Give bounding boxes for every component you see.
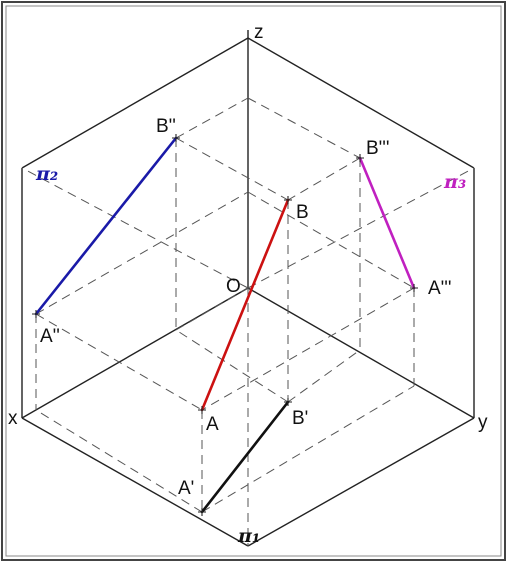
pi1-label: π₁ [237,525,260,547]
point-b2-label: B'' [156,116,176,137]
dash-z-to-b3 [247,97,361,159]
point-b1-label: B' [292,408,308,429]
segment-a3-b3 [358,156,416,290]
marker-a2 [32,310,40,318]
dash-z-to-a3 [247,191,415,289]
marker-b [284,196,292,204]
point-a2-label: A'' [40,326,60,347]
marker-a [198,406,206,414]
segment-a2-b2 [34,136,178,316]
dash-a3-to-a [201,287,415,411]
marker-b1 [284,398,292,406]
marker-a1 [198,508,206,516]
y-axis [247,287,475,419]
x-axis [21,287,249,419]
dash-x-extension [247,167,475,289]
dash-b1-to-y [287,349,361,403]
plane-outlines [21,30,475,547]
segment-a1-b1 [200,400,290,514]
origin-label: O [226,276,241,297]
point-a1-label: A' [178,478,194,499]
z-axis-label: z [254,22,264,43]
inner-border [5,5,502,557]
pi3-label: π₃ [443,171,466,193]
marker-b2 [172,134,180,142]
dash-a1-to-y [201,385,415,513]
construction-lines [21,97,475,546]
point-b-label: B [296,202,309,223]
dash-a2-to-a [35,313,203,411]
pi2-label: π₂ [35,163,58,185]
dash-a2-to-z [35,191,249,315]
point-b3-label: B''' [366,138,390,159]
point-markers [32,134,418,516]
point-a-label: A [206,414,219,435]
point-a3-label: A''' [428,278,452,299]
x-axis-label: x [8,408,18,429]
dash-b3-to-b [287,157,361,201]
dash-b2-to-z [175,97,249,139]
pi1-right-edge [247,417,475,547]
pi2-top-edge [21,37,249,169]
dash-a1-to-x [35,409,203,513]
marker-b3 [356,154,364,162]
marker-a3 [410,284,418,292]
dash-y-extension [21,167,249,289]
pi1-left-edge [21,417,249,547]
segment-a-b [200,198,290,412]
pi3-top-edge [247,37,475,169]
dash-b2-to-b [175,137,289,201]
dash-b1-to-x [175,329,289,403]
y-axis-label: y [478,412,488,433]
